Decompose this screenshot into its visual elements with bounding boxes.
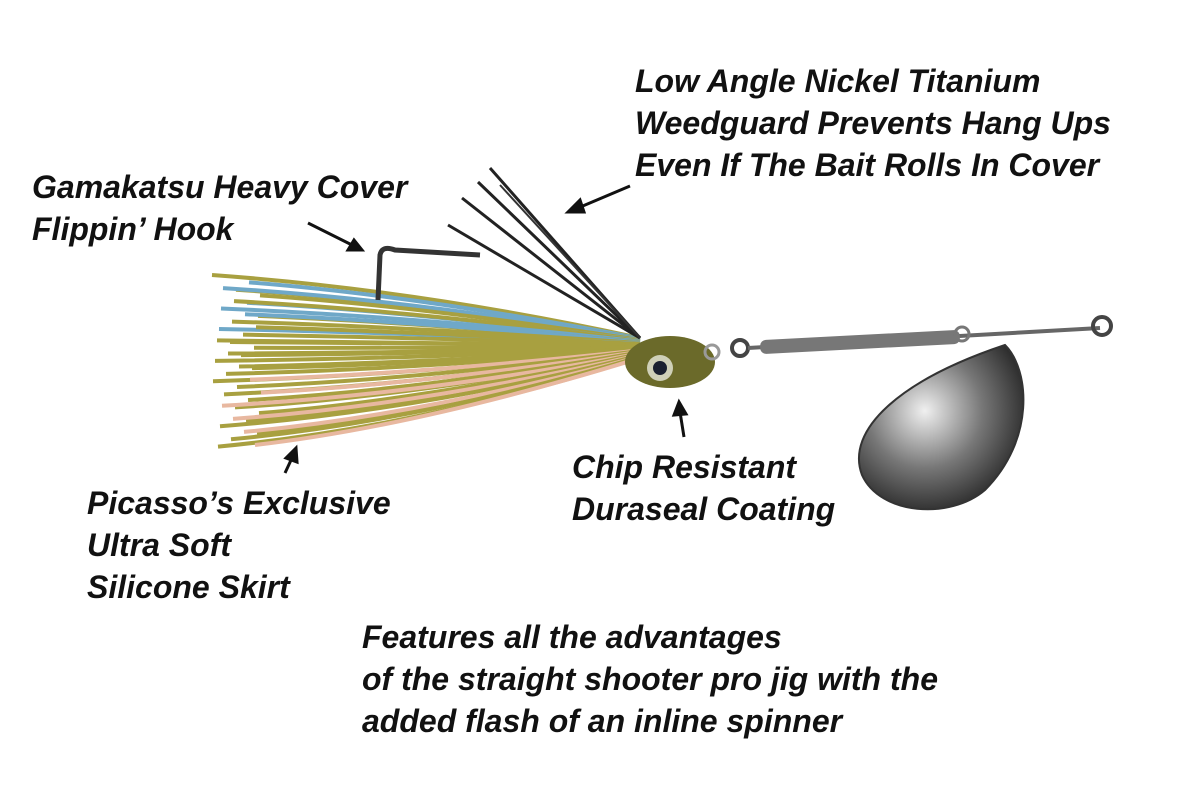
callout-line: Weedguard Prevents Hang Ups (635, 105, 1111, 141)
weedguard-callout: Low Angle Nickel Titanium Weedguard Prev… (635, 60, 1111, 186)
jig-head (625, 336, 721, 388)
spinner-arm (730, 315, 1113, 358)
hook-callout: Gamakatsu Heavy Cover Flippin’ Hook (32, 166, 407, 250)
callout-line: Silicone Skirt (87, 569, 290, 605)
callout-arrows (283, 184, 689, 474)
callout-line: Gamakatsu Heavy Cover (32, 169, 408, 205)
callout-line: Chip Resistant (572, 449, 797, 485)
callout-line: Picasso’s Exclusive (87, 485, 391, 521)
spinner-blade (857, 343, 1025, 511)
skirt-strand (254, 356, 641, 447)
callout-line: of the straight shooter pro jig with the (362, 661, 938, 697)
callout-line: Features all the advantages (362, 619, 782, 655)
hook (375, 245, 481, 301)
silicone-skirt (211, 273, 641, 449)
skirt-callout: Picasso’s Exclusive Ultra Soft Silicone … (87, 482, 391, 608)
callout-line: added flash of an inline spinner (362, 703, 843, 739)
features-description: Features all the advantages of the strai… (362, 616, 938, 742)
weedguard (447, 167, 642, 340)
callout-line: Ultra Soft (87, 527, 231, 563)
coating-callout: Chip Resistant Duraseal Coating (572, 446, 835, 530)
callout-line: Low Angle Nickel Titanium (635, 63, 1041, 99)
callout-line: Flippin’ Hook (32, 211, 234, 247)
callout-line: Even If The Bait Rolls In Cover (635, 147, 1100, 183)
callout-line: Duraseal Coating (572, 491, 836, 527)
